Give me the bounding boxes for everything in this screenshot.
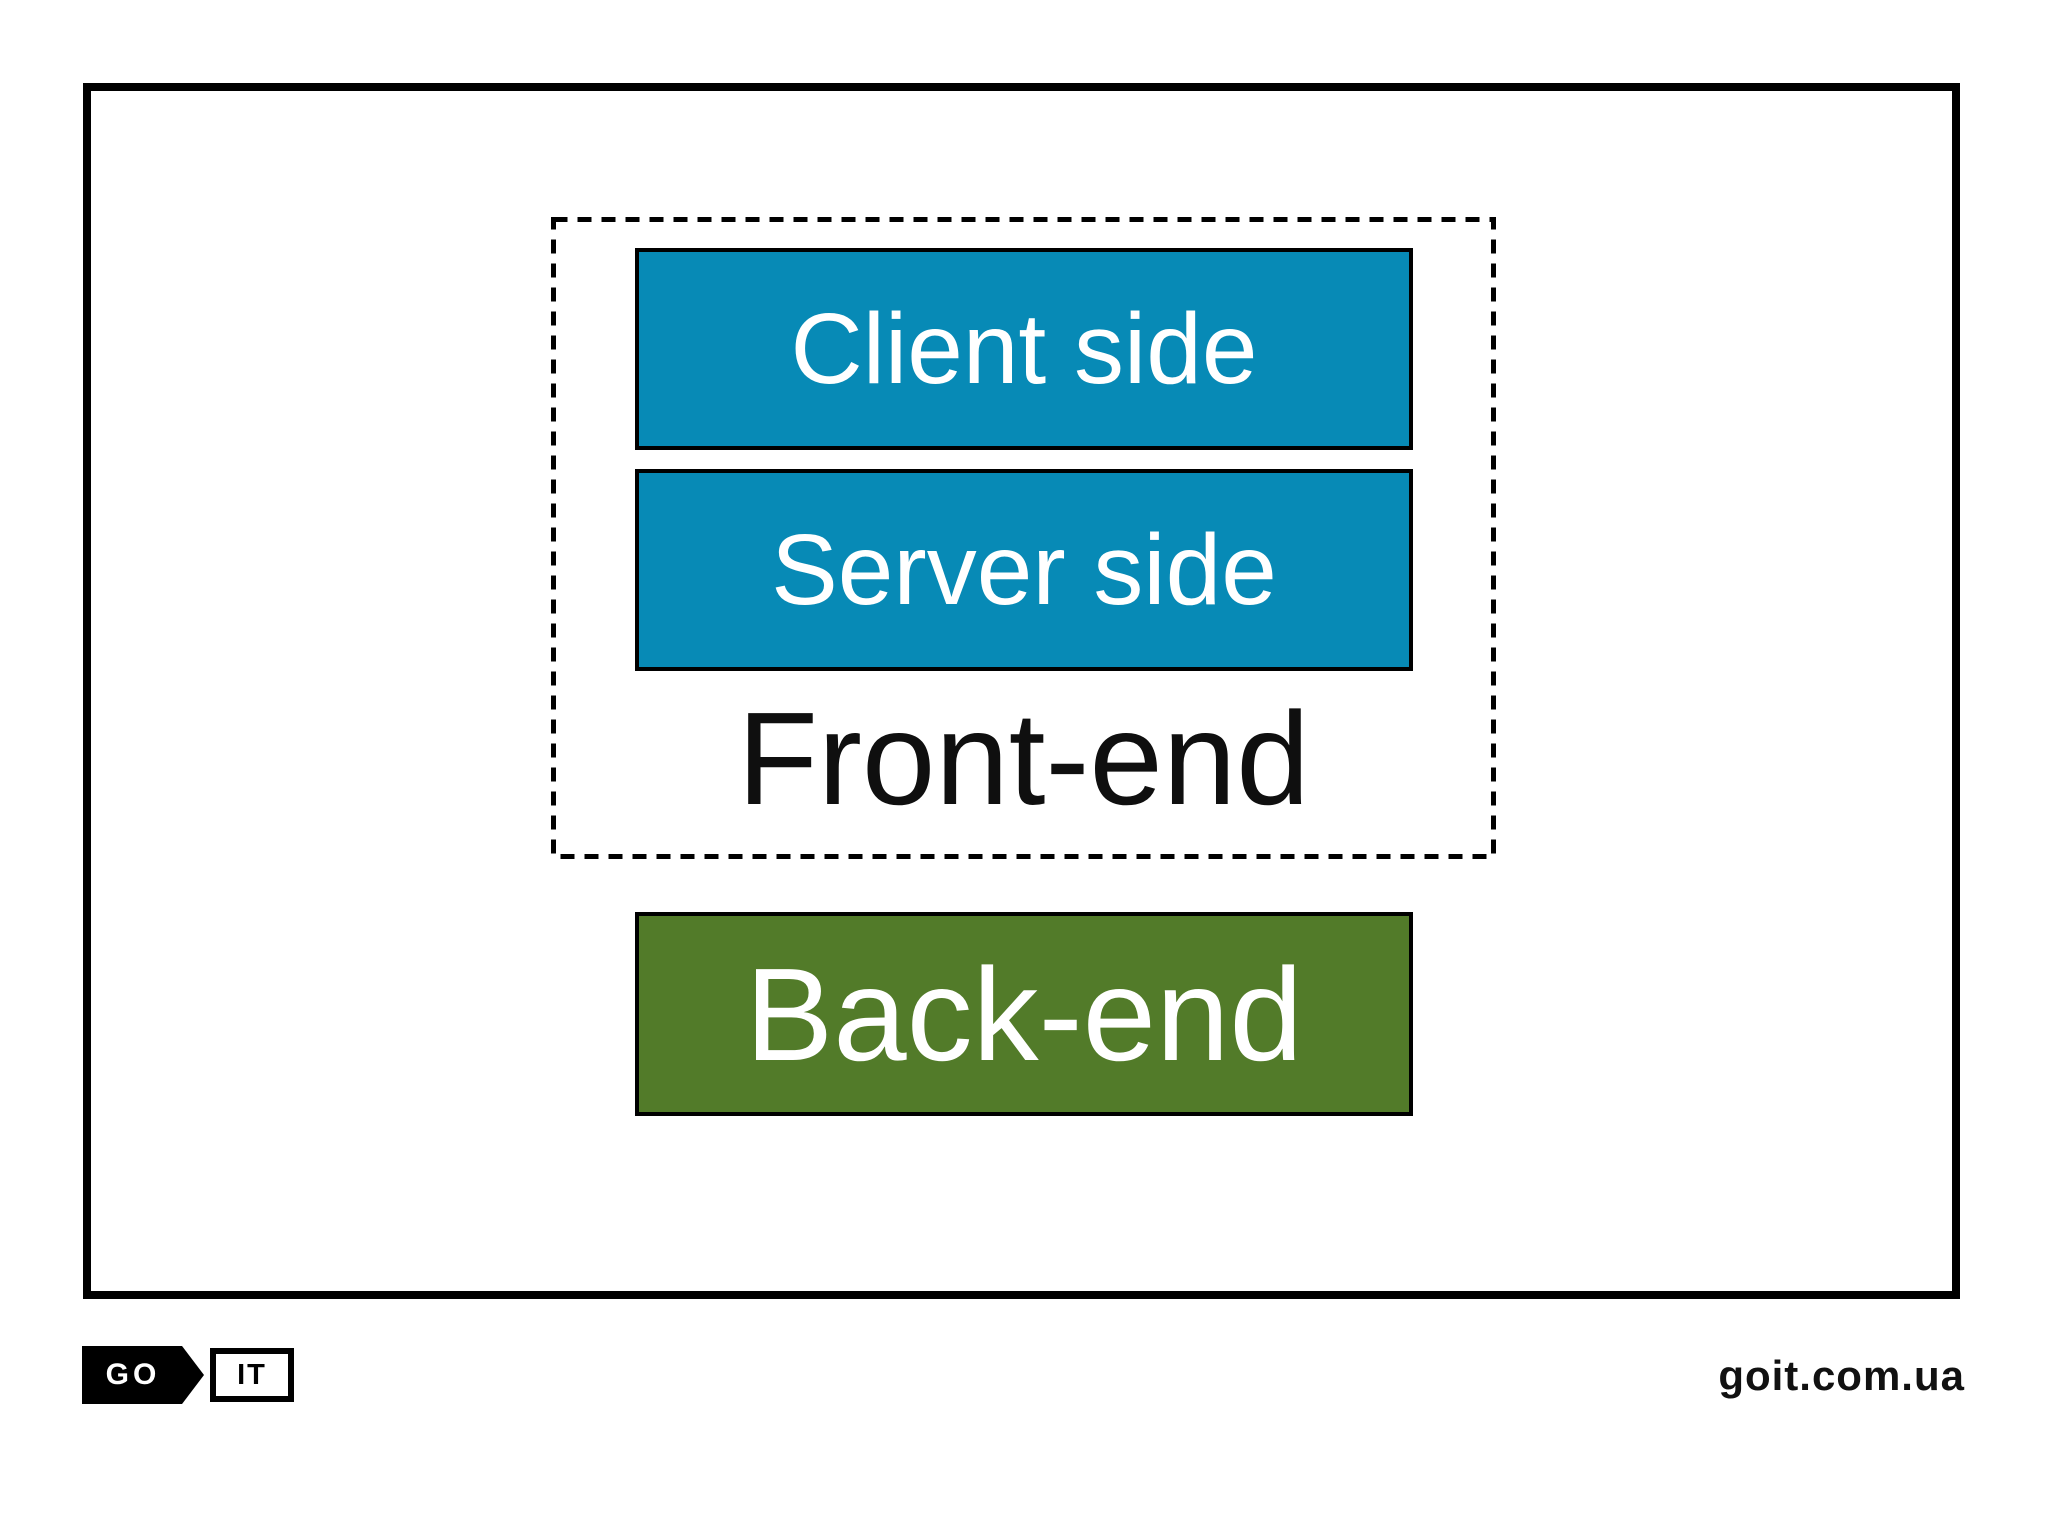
goit-logo: GO IT <box>82 1345 294 1405</box>
server-side-box: Server side <box>635 469 1413 671</box>
back-end-box: Back-end <box>635 912 1413 1116</box>
goit-logo-go-tag: GO <box>82 1346 204 1404</box>
goit-logo-it-box: IT <box>210 1348 294 1402</box>
front-end-dashed-border <box>551 217 1496 859</box>
goit-logo-it-text: IT <box>237 1358 267 1391</box>
footer-site-url: goit.com.ua <box>1718 1352 1965 1399</box>
server-side-label: Server side <box>771 513 1277 626</box>
front-end-group-label: Front-end <box>737 685 1310 832</box>
client-side-box: Client side <box>635 248 1413 450</box>
client-side-label: Client side <box>790 292 1258 405</box>
goit-logo-go-text: GO <box>105 1358 161 1391</box>
back-end-label: Back-end <box>745 940 1303 1088</box>
